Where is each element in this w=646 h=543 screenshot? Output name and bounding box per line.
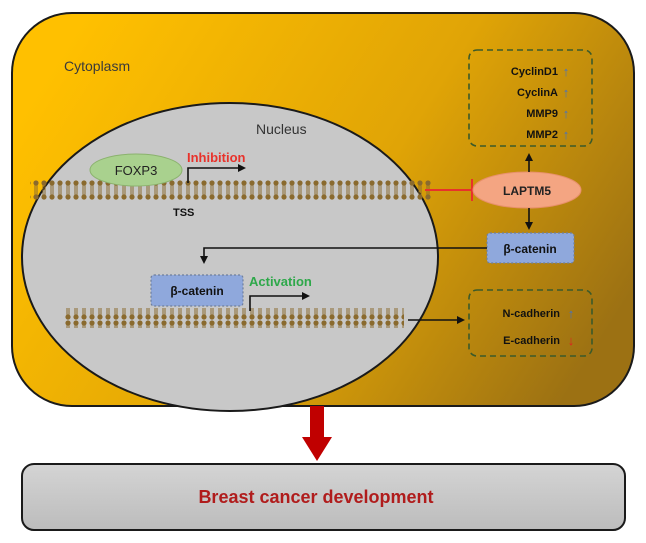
beta-catenin-nucleus-label: β-catenin xyxy=(170,284,223,298)
outcome-box xyxy=(21,463,626,531)
foxp3-label: FOXP3 xyxy=(115,163,158,178)
up-arrow-icon: ↑ xyxy=(563,106,570,121)
marker-e-cadherin: E-cadherin xyxy=(503,335,560,347)
laptm5-label: LAPTM5 xyxy=(503,184,551,198)
marker-mmp2: MMP2 xyxy=(526,129,558,141)
outcome-arrow-head xyxy=(302,437,332,461)
laptm5-node xyxy=(472,171,582,209)
marker-mmp9: MMP9 xyxy=(526,108,558,120)
inhibition-label: Inhibition xyxy=(187,150,246,165)
catenin-translocation-arrow xyxy=(200,247,487,264)
marker-cyclind1: CyclinD1 xyxy=(511,66,558,78)
activation-transcription-arrow xyxy=(249,292,310,311)
emt-markers-list: N-cadherin ↑ E-cadherin ↓ xyxy=(503,306,575,348)
tss-transcription-arrow xyxy=(187,164,246,183)
beta-catenin-cytoplasm-label: β-catenin xyxy=(503,242,556,256)
marker-n-cadherin: N-cadherin xyxy=(503,308,561,320)
beta-catenin-cytoplasm-node xyxy=(486,232,575,264)
activation-label: Activation xyxy=(249,274,312,289)
outcome-arrow-shaft xyxy=(310,406,324,438)
marker-cycline: CyclinA xyxy=(517,87,558,99)
nuclear-membrane-lower xyxy=(64,308,404,328)
proliferation-markers-box xyxy=(468,49,593,147)
outcome-label: Breast cancer development xyxy=(198,487,433,507)
nuclear-membrane-upper xyxy=(30,180,432,200)
nucleus-label: Nucleus xyxy=(256,121,307,137)
cytoplasm-label: Cytoplasm xyxy=(64,58,130,74)
proliferation-markers-list: CyclinD1 ↑ CyclinA ↑ MMP9 ↑ MMP2 ↑ xyxy=(511,64,569,142)
up-arrow-icon: ↑ xyxy=(563,85,570,100)
foxp3-node xyxy=(89,153,183,187)
down-arrow-icon: ↓ xyxy=(568,333,575,348)
up-arrow-icon: ↑ xyxy=(563,127,570,142)
up-arrow-icon: ↑ xyxy=(563,64,570,79)
tss-label: TSS xyxy=(173,207,194,219)
up-arrow-icon: ↑ xyxy=(568,306,575,321)
beta-catenin-nucleus-node xyxy=(150,274,244,307)
emt-markers-box xyxy=(468,289,593,357)
